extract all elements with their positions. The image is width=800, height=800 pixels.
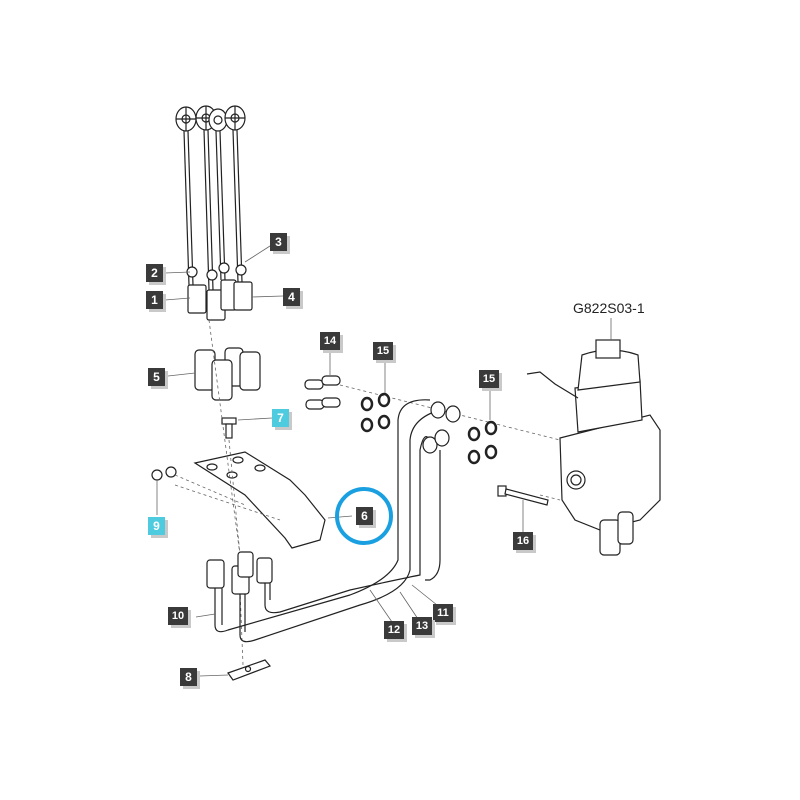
callout-11[interactable]: 11 bbox=[433, 604, 453, 622]
callout-2[interactable]: 2 bbox=[146, 264, 163, 282]
control-levers bbox=[175, 105, 253, 321]
callout-12[interactable]: 12 bbox=[384, 621, 404, 639]
callout-5[interactable]: 5 bbox=[148, 368, 165, 386]
callout-1[interactable]: 1 bbox=[146, 291, 163, 309]
lever-knob-icon bbox=[224, 105, 246, 283]
bolt-16 bbox=[497, 485, 549, 506]
callout-9[interactable]: 9 bbox=[148, 517, 165, 535]
callout-15b[interactable]: 15 bbox=[479, 370, 499, 388]
fittings bbox=[304, 375, 341, 410]
selected-part-ring bbox=[335, 487, 393, 545]
lever-knob-icon bbox=[208, 108, 228, 281]
bolt-part bbox=[221, 417, 237, 439]
lever-knob-icon bbox=[175, 106, 197, 286]
callout-14[interactable]: 14 bbox=[320, 332, 340, 350]
callout-8[interactable]: 8 bbox=[180, 668, 197, 686]
lever-knob-icon bbox=[195, 105, 217, 291]
rubber-boots bbox=[194, 347, 261, 401]
callout-3[interactable]: 3 bbox=[270, 233, 287, 251]
callout-4[interactable]: 4 bbox=[283, 288, 300, 306]
callout-15a[interactable]: 15 bbox=[373, 342, 393, 360]
callout-7[interactable]: 7 bbox=[272, 409, 289, 427]
diagram-reference-code: G822S03-1 bbox=[573, 300, 645, 316]
callout-13[interactable]: 13 bbox=[412, 617, 432, 635]
callout-6[interactable]: 6 bbox=[356, 507, 373, 525]
callout-10[interactable]: 10 bbox=[168, 607, 188, 625]
callout-16[interactable]: 16 bbox=[513, 532, 533, 550]
o-rings bbox=[360, 392, 498, 465]
control-valve bbox=[526, 339, 661, 556]
hydraulic-pipes bbox=[206, 399, 461, 643]
